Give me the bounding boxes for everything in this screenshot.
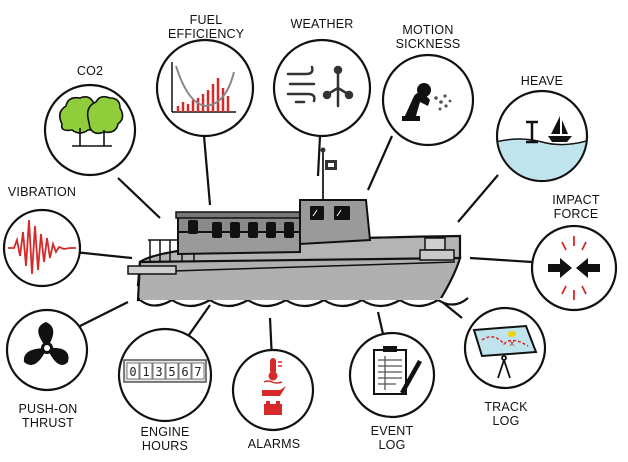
weather-circle [272, 38, 372, 138]
propeller-icon [23, 322, 69, 365]
clipboard-pen-icon [373, 346, 422, 395]
oil-can-icon [262, 386, 286, 396]
impact-arrows-icon [548, 236, 600, 300]
fuel-efficiency-chart-icon [171, 62, 236, 113]
label-event-log: EVENT LOG [370, 424, 414, 452]
counter-digit: 3 [155, 365, 162, 379]
seasick-person-icon [402, 83, 452, 121]
label-fuel-efficiency: FUEL EFFICIENCY [168, 13, 245, 41]
label-engine-hours: ENGINE HOURS [140, 425, 190, 453]
trees-icon [58, 95, 124, 147]
thermometer-icon [263, 358, 283, 384]
hour-counter-icon: 0 1 3 5 6 7 [123, 359, 207, 383]
counter-digit: 0 [129, 365, 136, 379]
label-heave: HEAVE [520, 74, 564, 88]
connector-lines [73, 135, 533, 361]
battery-icon [264, 401, 282, 415]
label-impact-force: IMPACT FORCE [552, 193, 600, 221]
svg-text:x: x [509, 339, 515, 349]
map-compass-icon: x [472, 324, 538, 379]
counter-digit: 5 [168, 365, 175, 379]
label-weather: WEATHER [290, 17, 354, 31]
label-vibration: VIBRATION [7, 185, 77, 199]
label-co2: CO2 [76, 64, 104, 78]
wind-icon [286, 65, 354, 108]
counter-digit: 1 [142, 365, 149, 379]
boat-illustration [127, 147, 469, 308]
vibration-waveform-icon [8, 219, 76, 275]
label-push-on-thrust: PUSH-ON THRUST [18, 402, 78, 430]
label-motion-sickness: MOTION SICKNESS [395, 23, 461, 51]
label-alarms: ALARMS [247, 437, 301, 451]
counter-digit: 6 [181, 365, 188, 379]
impact-force-circle [530, 224, 618, 312]
counter-digit: 7 [194, 365, 201, 379]
label-track-log: TRACK LOG [484, 400, 528, 428]
alarm-icons [262, 358, 286, 415]
